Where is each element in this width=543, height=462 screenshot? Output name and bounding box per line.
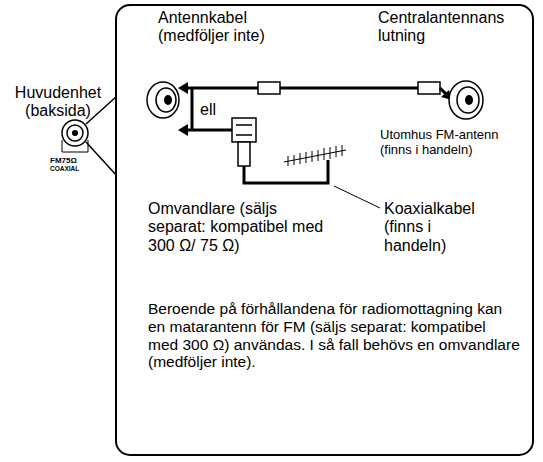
or-label: ell bbox=[200, 101, 240, 119]
arrowhead bbox=[178, 124, 188, 136]
coax-label: Koaxialkabel (finns i handeln) bbox=[384, 200, 488, 255]
arrowhead bbox=[178, 82, 188, 94]
antenna-terminal bbox=[147, 82, 179, 118]
coaxial-cable bbox=[244, 160, 328, 183]
fm-jack bbox=[62, 120, 88, 152]
callout-line bbox=[86, 142, 117, 176]
converter bbox=[232, 118, 256, 166]
cable-plug bbox=[258, 82, 280, 94]
converter-label: Omvandlare (säljs separat: kompatibel me… bbox=[148, 200, 326, 255]
note-text: Beroende på förhållandena för radiomotta… bbox=[148, 300, 520, 371]
antenna-cable bbox=[440, 88, 446, 94]
unit-label: Huvudenhet (baksida) bbox=[4, 84, 112, 121]
socket-label: Centralantennans lutning bbox=[378, 9, 528, 46]
callout-panel bbox=[116, 5, 533, 455]
wall-socket bbox=[449, 81, 483, 119]
leader-line bbox=[334, 186, 380, 208]
cable-plug bbox=[418, 82, 440, 94]
antenna-label: Utomhus FM-antenn (finns i handeln) bbox=[380, 128, 528, 158]
antenna-cable bbox=[280, 87, 418, 90]
cable-label: Antennkabel (medföljer inte) bbox=[158, 9, 308, 46]
jack-marking: FM75Ω bbox=[50, 156, 100, 165]
jack-marking: COAXIAL bbox=[50, 165, 100, 172]
outdoor-antenna bbox=[284, 145, 346, 166]
